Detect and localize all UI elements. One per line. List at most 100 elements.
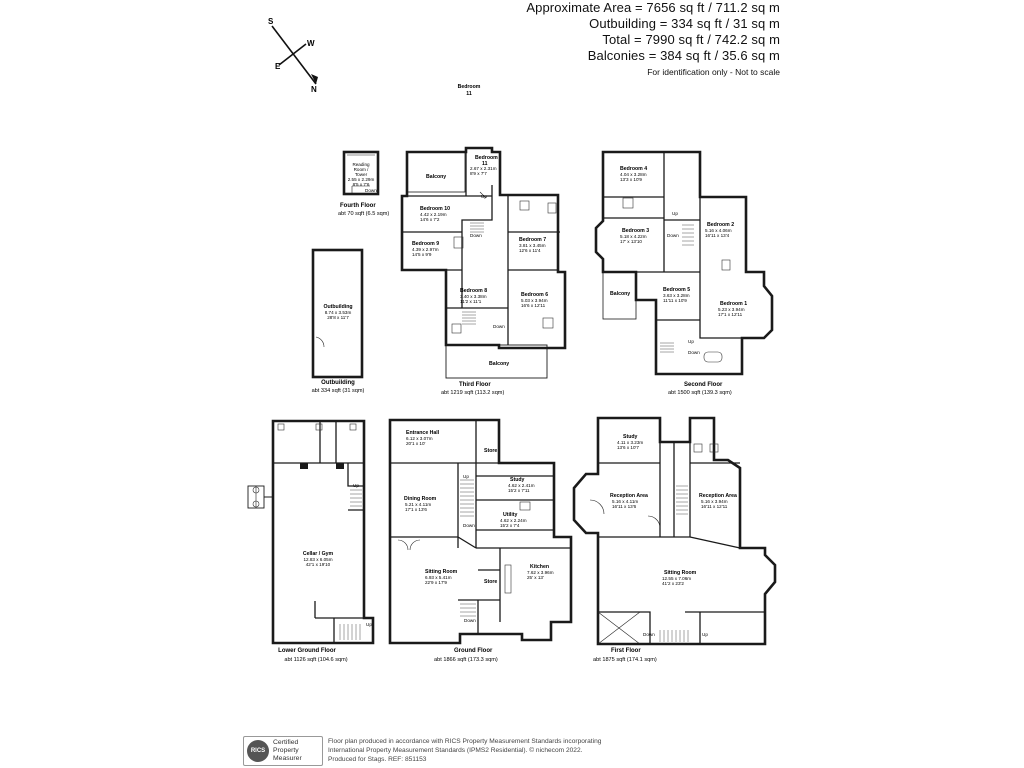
rics-line-3: Measurer [273,755,302,762]
third-down-label-2: Down [493,324,505,329]
bedroom1-name: Bedroom 1 [720,301,747,307]
first-floor-plan: Study 4.11 x 3.23m 13'6 x 10'7 Reception… [572,416,777,663]
study-1-name: Study [623,434,638,440]
ground-floor-name: Ground Floor [454,648,493,654]
sitting-g-dim: 6.93 x 5.41m [425,575,452,580]
bedroom7-dim2: 12'6 x 11'4 [519,248,541,253]
bedroom4-name: Bedroom 4 [620,166,647,172]
bedroom10-dim: 4.42 x 2.19m [420,212,447,217]
dining-name: Dining Room [404,496,437,502]
first-floor-area: abt 1875 sqft (174.1 sqm) [593,657,657,663]
store-g1-name: Store [484,448,497,454]
compass-icon: S W E N [268,17,318,94]
kitchen-name: Kitchen [530,564,549,570]
bedroom5-dim: 3.63 x 3.28m [663,293,690,298]
outbuilding-floor-area: abt 334 sqft (31 sqm) [312,388,365,394]
footer-line-3: Produced for Stags. REF: 851153 [328,756,427,763]
total-area-line: Total = 7990 sq ft / 742.2 sq m [602,32,780,47]
reading-label-2: Room / [354,167,370,172]
second-up-label-2: Up [688,339,694,344]
bedroom3-name: Bedroom 3 [622,228,649,234]
outbuilding-room-dim: 8.74 x 3.53m [325,310,352,315]
bedroom2-dim2: 16'11 x 13'4 [705,233,730,238]
compass-w: W [307,39,315,48]
compass-s: S [268,17,274,26]
bedroom8-dim: 3.40 x 3.38m [460,294,487,299]
outbuilding-floor-name: Outbuilding [321,380,355,386]
lower-up-label: Up [353,483,359,488]
third-floor-plan: Bedroom 11 2.67 x 2.31m 8'9 x 7'7 Balcon… [400,146,567,396]
compass-e: E [275,62,281,71]
third-up-label: Up [481,194,487,199]
sitting-1-dim2: 41'2 x 23'2 [662,581,684,586]
cellar-name: Cellar / Gym [303,551,334,557]
bedroom11-top-number: 11 [466,91,472,97]
balcony-2nd-name: Balcony [610,291,630,297]
fourth-floor-plan: Reading Room / Tower 2.55 x 2.29m 8'5 x … [338,150,389,217]
dining-dim2: 17'1 x 13'6 [405,507,427,512]
entrance-name: Entrance Hall [406,430,440,436]
rics-badge-text: Certified Property Measurer [273,739,302,763]
cellar-dim2: 42'1 x 19'10 [306,562,331,567]
balconies-area-line: Balconies = 384 sq ft / 35.6 sq m [587,48,780,63]
second-up-label: Up [672,211,678,216]
utility-dim2: 15'2 x 7'4 [500,523,520,528]
rics-logo: RICS [247,740,269,762]
reception-r-name: Reception Area [699,493,737,499]
bedroom6-name: Bedroom 6 [521,292,548,298]
compass-n: N [311,85,317,94]
outbuilding-room-name: Outbuilding [323,304,352,310]
outbuilding-room-dim2: 28'8 x 11'7 [327,315,349,320]
lower-ground-floor-area: abt 1126 sqft (104.6 sqm) [284,657,347,663]
cellar-dim: 12.83 x 6.05m [303,557,332,562]
ground-up-label: Up [463,474,469,479]
bedroom6-dim: 5.03 x 3.94m [521,298,548,303]
balcony-3rd-bottom-name: Balcony [489,361,509,367]
scale-note: For identification only - Not to scale [647,67,780,77]
study-g-dim2: 15'2 x 7'11 [508,488,530,493]
rics-line-2: Property [273,747,299,754]
bedroom11-dim: 2.67 x 2.31m [470,166,497,171]
reading-label-1: Reading [352,162,370,167]
bedroom10-dim2: 14'6 x 7'2 [420,217,440,222]
reception-r-dim: 5.16 x 3.94m [701,499,728,504]
bedroom8-dim2: 11'2 x 11'1 [460,299,482,304]
second-floor-area: abt 1500 sqft (139.3 sqm) [668,390,732,396]
footer-line-1: Floor plan produced in accordance with R… [328,738,602,745]
study-g-name: Study [510,477,525,483]
reception-l-dim: 5.16 x 4.11m [612,499,638,504]
first-up-label: Up [702,632,708,637]
reception-r-dim2: 16'11 x 12'11 [701,504,728,509]
study-1-dim: 4.11 x 3.23m [617,440,643,445]
bedroom5-dim2: 11'11 x 10'9 [663,298,687,303]
bedroom7-name: Bedroom 7 [519,237,546,243]
footer-line-2: International Property Measurement Stand… [328,747,583,754]
lower-up-label-2: Up [366,622,372,627]
kitchen-dim: 7.62 x 3.96m [527,570,554,575]
ground-down-label: Down [463,523,475,528]
kitchen-dim2: 25' x 13' [527,575,544,580]
bedroom7-dim: 3.81 x 3.45m [519,243,546,248]
bedroom11-dim2: 8'9 x 7'7 [470,171,487,176]
reading-dim: 2.55 x 2.29m [348,177,375,182]
bedroom4-dim: 4.04 x 3.28m [620,172,647,177]
bedroom2-dim: 5.16 x 4.06m [705,228,732,233]
bedroom4-dim2: 13'3 x 10'9 [620,177,642,182]
outbuilding-area-line: Outbuilding = 334 sq ft / 31 sq m [589,16,780,31]
third-down-label: Down [470,233,482,238]
study-1-dim2: 13'6 x 10'7 [617,445,639,450]
lower-ground-floor-name: Lower Ground Floor [278,648,336,654]
lower-ground-floor-plan: Up Up Cellar / Gym 12.83 x 6.05m 42'1 x … [247,419,375,663]
fourth-floor-name: Fourth Floor [340,203,376,209]
bedroom9-dim: 4.39 x 2.97m [412,247,439,252]
utility-name: Utility [503,512,518,518]
second-floor-name: Second Floor [684,382,723,388]
bedroom9-name: Bedroom 9 [412,241,439,247]
bedroom5-name: Bedroom 5 [663,287,690,293]
sitting-g-name: Sitting Room [425,569,458,575]
bedroom11-top-label: Bedroom [458,84,481,90]
area-summary: Approximate Area = 7656 sq ft / 711.2 sq… [526,0,780,77]
ground-down-label-2: Down [464,618,476,623]
reading-dim2: 8'5 x 7'6 [353,182,370,187]
